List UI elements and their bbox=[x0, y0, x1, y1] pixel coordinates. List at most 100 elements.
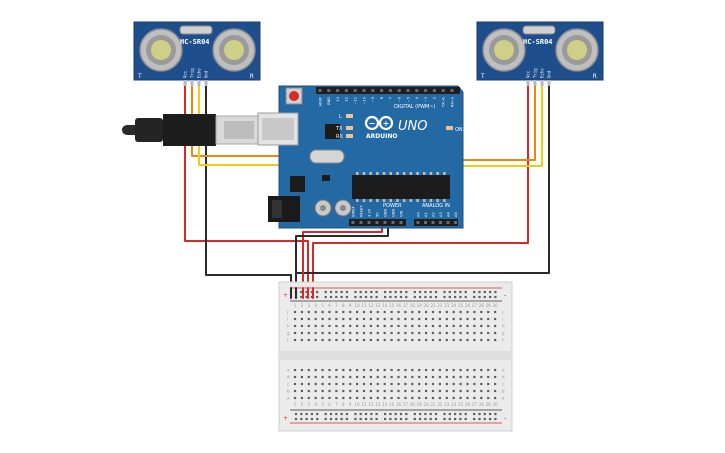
breadboard-hole[interactable] bbox=[448, 295, 451, 299]
header-pin[interactable] bbox=[353, 89, 357, 92]
breadboard-hole[interactable] bbox=[399, 290, 403, 294]
breadboard-hole[interactable] bbox=[494, 396, 497, 400]
breadboard-hole[interactable] bbox=[335, 324, 338, 328]
breadboard-hole[interactable] bbox=[418, 324, 421, 328]
breadboard-hole[interactable] bbox=[300, 368, 303, 372]
breadboard-hole[interactable] bbox=[370, 412, 373, 416]
sensor-pin[interactable] bbox=[197, 80, 201, 86]
breadboard-hole[interactable] bbox=[445, 310, 448, 314]
breadboard-hole[interactable] bbox=[335, 338, 338, 342]
breadboard-hole[interactable] bbox=[342, 331, 345, 335]
breadboard-hole[interactable] bbox=[489, 412, 492, 416]
breadboard-hole[interactable] bbox=[424, 295, 427, 299]
breadboard-hole[interactable] bbox=[356, 382, 359, 386]
breadboard-hole[interactable] bbox=[443, 295, 446, 299]
breadboard-hole[interactable] bbox=[321, 368, 324, 372]
breadboard-hole[interactable] bbox=[300, 290, 303, 294]
breadboard-hole[interactable] bbox=[494, 290, 497, 294]
breadboard-hole[interactable] bbox=[464, 417, 467, 421]
breadboard-hole[interactable] bbox=[494, 375, 497, 379]
breadboard-hole[interactable] bbox=[376, 368, 379, 372]
breadboard-hole[interactable] bbox=[390, 331, 393, 335]
breadboard-hole[interactable] bbox=[389, 290, 392, 294]
breadboard-hole[interactable] bbox=[466, 331, 469, 335]
breadboard-hole[interactable] bbox=[329, 295, 333, 299]
breadboard-hole[interactable] bbox=[340, 295, 343, 299]
breadboard-hole[interactable] bbox=[356, 310, 359, 314]
breadboard-hole[interactable] bbox=[342, 317, 345, 321]
breadboard-hole[interactable] bbox=[305, 295, 308, 299]
breadboard-hole[interactable] bbox=[452, 375, 455, 379]
breadboard-hole[interactable] bbox=[418, 368, 421, 372]
breadboard-hole[interactable] bbox=[329, 412, 333, 416]
breadboard-hole[interactable] bbox=[399, 295, 403, 299]
breadboard-hole[interactable] bbox=[349, 324, 352, 328]
header-pin[interactable] bbox=[351, 221, 355, 224]
breadboard-hole[interactable] bbox=[335, 368, 338, 372]
breadboard-hole[interactable] bbox=[390, 389, 393, 393]
breadboard-hole[interactable] bbox=[445, 375, 448, 379]
breadboard-hole[interactable] bbox=[494, 389, 497, 393]
breadboard-hole[interactable] bbox=[413, 295, 416, 299]
breadboard-hole[interactable] bbox=[349, 382, 352, 386]
sensor-pin[interactable] bbox=[204, 80, 208, 86]
header-pin[interactable] bbox=[359, 221, 363, 224]
breadboard-hole[interactable] bbox=[459, 331, 462, 335]
breadboard-hole[interactable] bbox=[438, 317, 441, 321]
breadboard-hole[interactable] bbox=[293, 310, 297, 314]
breadboard-hole[interactable] bbox=[335, 310, 338, 314]
breadboard-hole[interactable] bbox=[411, 396, 414, 400]
breadboard-hole[interactable] bbox=[314, 317, 317, 321]
header-pin[interactable] bbox=[327, 89, 331, 92]
breadboard-hole[interactable] bbox=[376, 324, 379, 328]
breadboard-hole[interactable] bbox=[321, 338, 324, 342]
breadboard-hole[interactable] bbox=[328, 338, 331, 342]
breadboard-hole[interactable] bbox=[397, 317, 400, 321]
breadboard-hole[interactable] bbox=[316, 295, 319, 299]
breadboard-hole[interactable] bbox=[438, 310, 441, 314]
wire-right-vcc[interactable] bbox=[312, 79, 529, 297]
sensor-pin[interactable] bbox=[547, 80, 551, 86]
breadboard-hole[interactable] bbox=[389, 295, 392, 299]
breadboard-hole[interactable] bbox=[328, 375, 331, 379]
breadboard-hole[interactable] bbox=[300, 417, 303, 421]
breadboard-hole[interactable] bbox=[293, 375, 297, 379]
breadboard-hole[interactable] bbox=[445, 368, 448, 372]
breadboard-hole[interactable] bbox=[293, 389, 297, 393]
breadboard-hole[interactable] bbox=[321, 324, 324, 328]
breadboard-hole[interactable] bbox=[390, 310, 393, 314]
breadboard-hole[interactable] bbox=[329, 417, 333, 421]
breadboard-hole[interactable] bbox=[494, 338, 497, 342]
breadboard-hole[interactable] bbox=[431, 396, 435, 400]
breadboard-hole[interactable] bbox=[459, 295, 462, 299]
breadboard-hole[interactable] bbox=[473, 295, 476, 299]
breadboard-hole[interactable] bbox=[362, 396, 366, 400]
breadboard-hole[interactable] bbox=[443, 417, 446, 421]
breadboard-hole[interactable] bbox=[438, 382, 441, 386]
breadboard-hole[interactable] bbox=[487, 338, 490, 342]
breadboard-hole[interactable] bbox=[425, 368, 428, 372]
breadboard-hole[interactable] bbox=[424, 417, 427, 421]
breadboard-hole[interactable] bbox=[425, 310, 428, 314]
wire-left-gnd[interactable] bbox=[205, 79, 292, 297]
breadboard-hole[interactable] bbox=[438, 324, 441, 328]
breadboard-hole[interactable] bbox=[293, 338, 297, 342]
breadboard-hole[interactable] bbox=[364, 417, 368, 421]
wire-left-vcc[interactable] bbox=[184, 79, 309, 297]
breadboard-hole[interactable] bbox=[300, 295, 303, 299]
breadboard-hole[interactable] bbox=[404, 338, 407, 342]
breadboard-hole[interactable] bbox=[487, 389, 490, 393]
breadboard-hole[interactable] bbox=[411, 331, 414, 335]
breadboard-hole[interactable] bbox=[349, 368, 352, 372]
breadboard-hole[interactable] bbox=[487, 317, 490, 321]
breadboard-hole[interactable] bbox=[459, 317, 462, 321]
breadboard-hole[interactable] bbox=[390, 396, 393, 400]
breadboard-hole[interactable] bbox=[369, 389, 372, 393]
breadboard-hole[interactable] bbox=[466, 324, 469, 328]
header-pin[interactable] bbox=[362, 89, 366, 92]
breadboard-hole[interactable] bbox=[397, 375, 400, 379]
breadboard-hole[interactable] bbox=[356, 396, 359, 400]
breadboard-hole[interactable] bbox=[480, 310, 483, 314]
breadboard-hole[interactable] bbox=[494, 417, 497, 421]
breadboard-hole[interactable] bbox=[362, 338, 366, 342]
